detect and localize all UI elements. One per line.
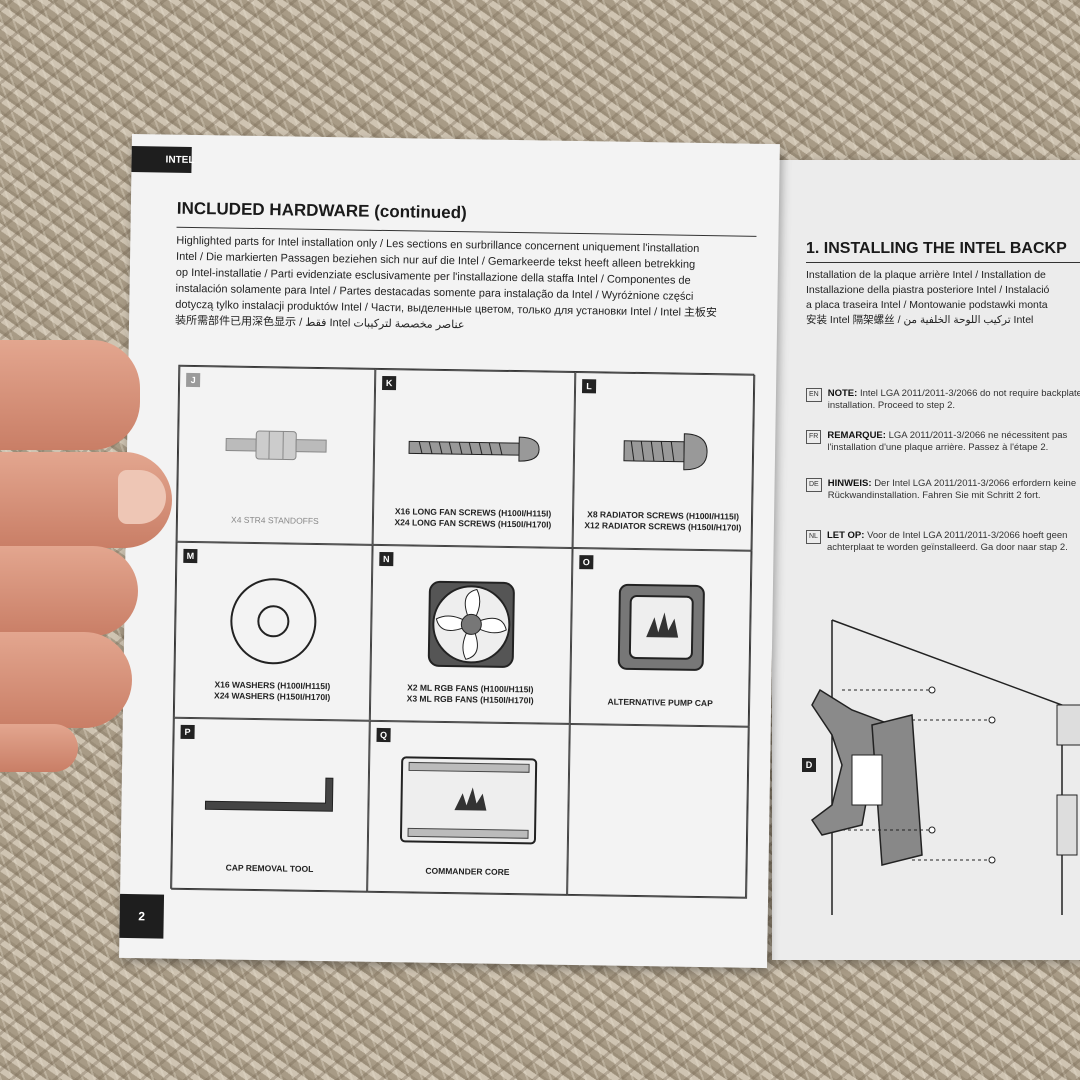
note-en: EN NOTE: Intel LGA 2011/2011-3/2066 do no… (806, 388, 1080, 412)
lang-badge: EN (806, 388, 822, 402)
caption-line: X12 RADIATOR SCREWS (H150i/H170i) (584, 520, 742, 533)
hand (0, 340, 180, 780)
intro-line: a placa traseira Intel / Montowanie pods… (806, 299, 1048, 311)
washer-icon (230, 578, 317, 665)
part-cell-j: J X4 STR4 STANDOFFS (176, 365, 376, 545)
lang-badge: NL (806, 530, 821, 544)
part-caption: X16 WASHERS (H100i/H115i) X24 WASHERS (H… (175, 679, 369, 704)
hex-key-icon (204, 777, 334, 812)
note-label: HINWEIS: (827, 478, 872, 489)
right-page-title: 1. INSTALLING THE INTEL BACKP (806, 240, 1067, 257)
lang-badge: DE (806, 478, 822, 492)
caption-line: X4 STR4 STANDOFFS (231, 514, 319, 526)
note-text: Intel LGA 2011/2011-3/2066 do not requir… (827, 388, 1080, 411)
radiator-screw-icon (623, 433, 708, 471)
caption-line: X24 WASHERS (H150i/H170i) (214, 690, 331, 703)
hardware-grid: J X4 STR4 STANDOFFS K (170, 364, 756, 899)
part-caption: ALTERNATIVE PUMP CAP (571, 696, 749, 710)
note-text: Voor de Intel LGA 2011/2011-3/2066 hoeft… (826, 530, 1068, 553)
intro-line: Installazione della piastra posteriore I… (806, 284, 1050, 296)
caption-line: ALTERNATIVE PUMP CAP (607, 696, 713, 709)
lang-badge: FR (806, 430, 822, 444)
section-title: INCLUDED HARDWARE (continued) (176, 198, 467, 223)
caption-line: X24 LONG FAN SCREWS (H150i/H170i) (394, 517, 552, 530)
part-caption: X8 RADIATOR SCREWS (H100i/H115i) X12 RAD… (574, 509, 752, 534)
part-cell-q: Q COMMANDER CORE (367, 720, 570, 896)
diagram-letter: D (802, 758, 816, 772)
thumbnail (118, 470, 166, 524)
fan-icon (427, 580, 515, 668)
standoff-icon (225, 430, 327, 461)
manual-left-page: INTEL INCLUDED HARDWARE (continued) High… (119, 134, 780, 969)
part-letter: P (180, 724, 195, 740)
caption-line: CAP REMOVAL TOOL (225, 862, 314, 874)
note-fr: FR REMARQUE: LGA 2011/2011-3/2066 ne néce… (806, 430, 1080, 454)
pump-cap-icon (617, 583, 705, 671)
empty-cell (567, 723, 750, 899)
part-letter: L (581, 379, 597, 394)
part-cell-l: L X8 RADIATOR SCREWS (H100i/H115i) X12 R… (572, 371, 756, 551)
part-caption: X16 LONG FAN SCREWS (H100i/H115i) X24 LO… (374, 506, 572, 531)
part-letter: N (379, 551, 394, 567)
part-cell-m: M X16 WASHERS (H100i/H115i) X24 WASHERS … (173, 541, 373, 721)
note-text: LGA 2011/2011-3/2066 ne nécessitent pas … (827, 430, 1068, 453)
page-number: 2 (119, 893, 165, 939)
manual-right-page: 1. INSTALLING THE INTEL BACKP Installati… (772, 160, 1080, 960)
part-letter: K (382, 375, 397, 391)
part-cell-p: P CAP REMOVAL TOOL (171, 717, 370, 893)
finger (0, 546, 138, 636)
note-nl: NL LET OP: Voor de Intel LGA 2011/2011-3/… (806, 530, 1080, 554)
note-label: NOTE: (827, 388, 858, 399)
right-page-intro: Installation de la plaque arrière Intel … (806, 268, 1080, 328)
backplate-diagram (810, 619, 1080, 915)
note-text: Der Intel LGA 2011/2011-3/2066 erfordern… (827, 478, 1077, 501)
part-caption: CAP REMOVAL TOOL (172, 862, 366, 876)
finger (0, 724, 78, 772)
note-label: LET OP: (826, 530, 865, 541)
long-screw-icon (408, 436, 540, 462)
part-cell-k: K X16 LONG FAN SCREWS (H100i/H115i) X24 … (372, 368, 576, 548)
part-cell-n: N X2 ML RGB FANS (H100i/H115i) X3 ML R (369, 544, 573, 724)
intro-line: 安装 Intel 隔架螺丝 / تركيب اللوحة الخلفية من … (806, 314, 1034, 326)
intro-line: Installation de la plaque arrière Intel … (806, 269, 1046, 281)
part-letter: Q (376, 727, 391, 743)
part-letter: J (186, 372, 201, 388)
caption-line: X3 ML RGB FANS (H150i/H170i) (406, 693, 534, 706)
note-label: REMARQUE: (827, 430, 886, 441)
part-caption: X4 STR4 STANDOFFS (178, 514, 372, 528)
part-caption: COMMANDER CORE (368, 865, 566, 879)
note-de: DE HINWEIS: Der Intel LGA 2011/2011-3/206… (806, 478, 1080, 502)
intel-tab: INTEL (131, 145, 195, 173)
caption-line: COMMANDER CORE (425, 865, 510, 878)
commander-core-icon (399, 756, 538, 845)
finger (0, 340, 140, 450)
finger (0, 632, 132, 728)
part-letter: O (579, 555, 594, 570)
part-letter: M (183, 548, 198, 564)
part-cell-o: O ALTERNATIVE PUMP CAP (569, 547, 753, 727)
intro-text: Highlighted parts for Intel installation… (175, 233, 756, 338)
part-caption: X2 ML RGB FANS (H100i/H115i) X3 ML RGB F… (371, 682, 569, 707)
divider (806, 262, 1080, 263)
